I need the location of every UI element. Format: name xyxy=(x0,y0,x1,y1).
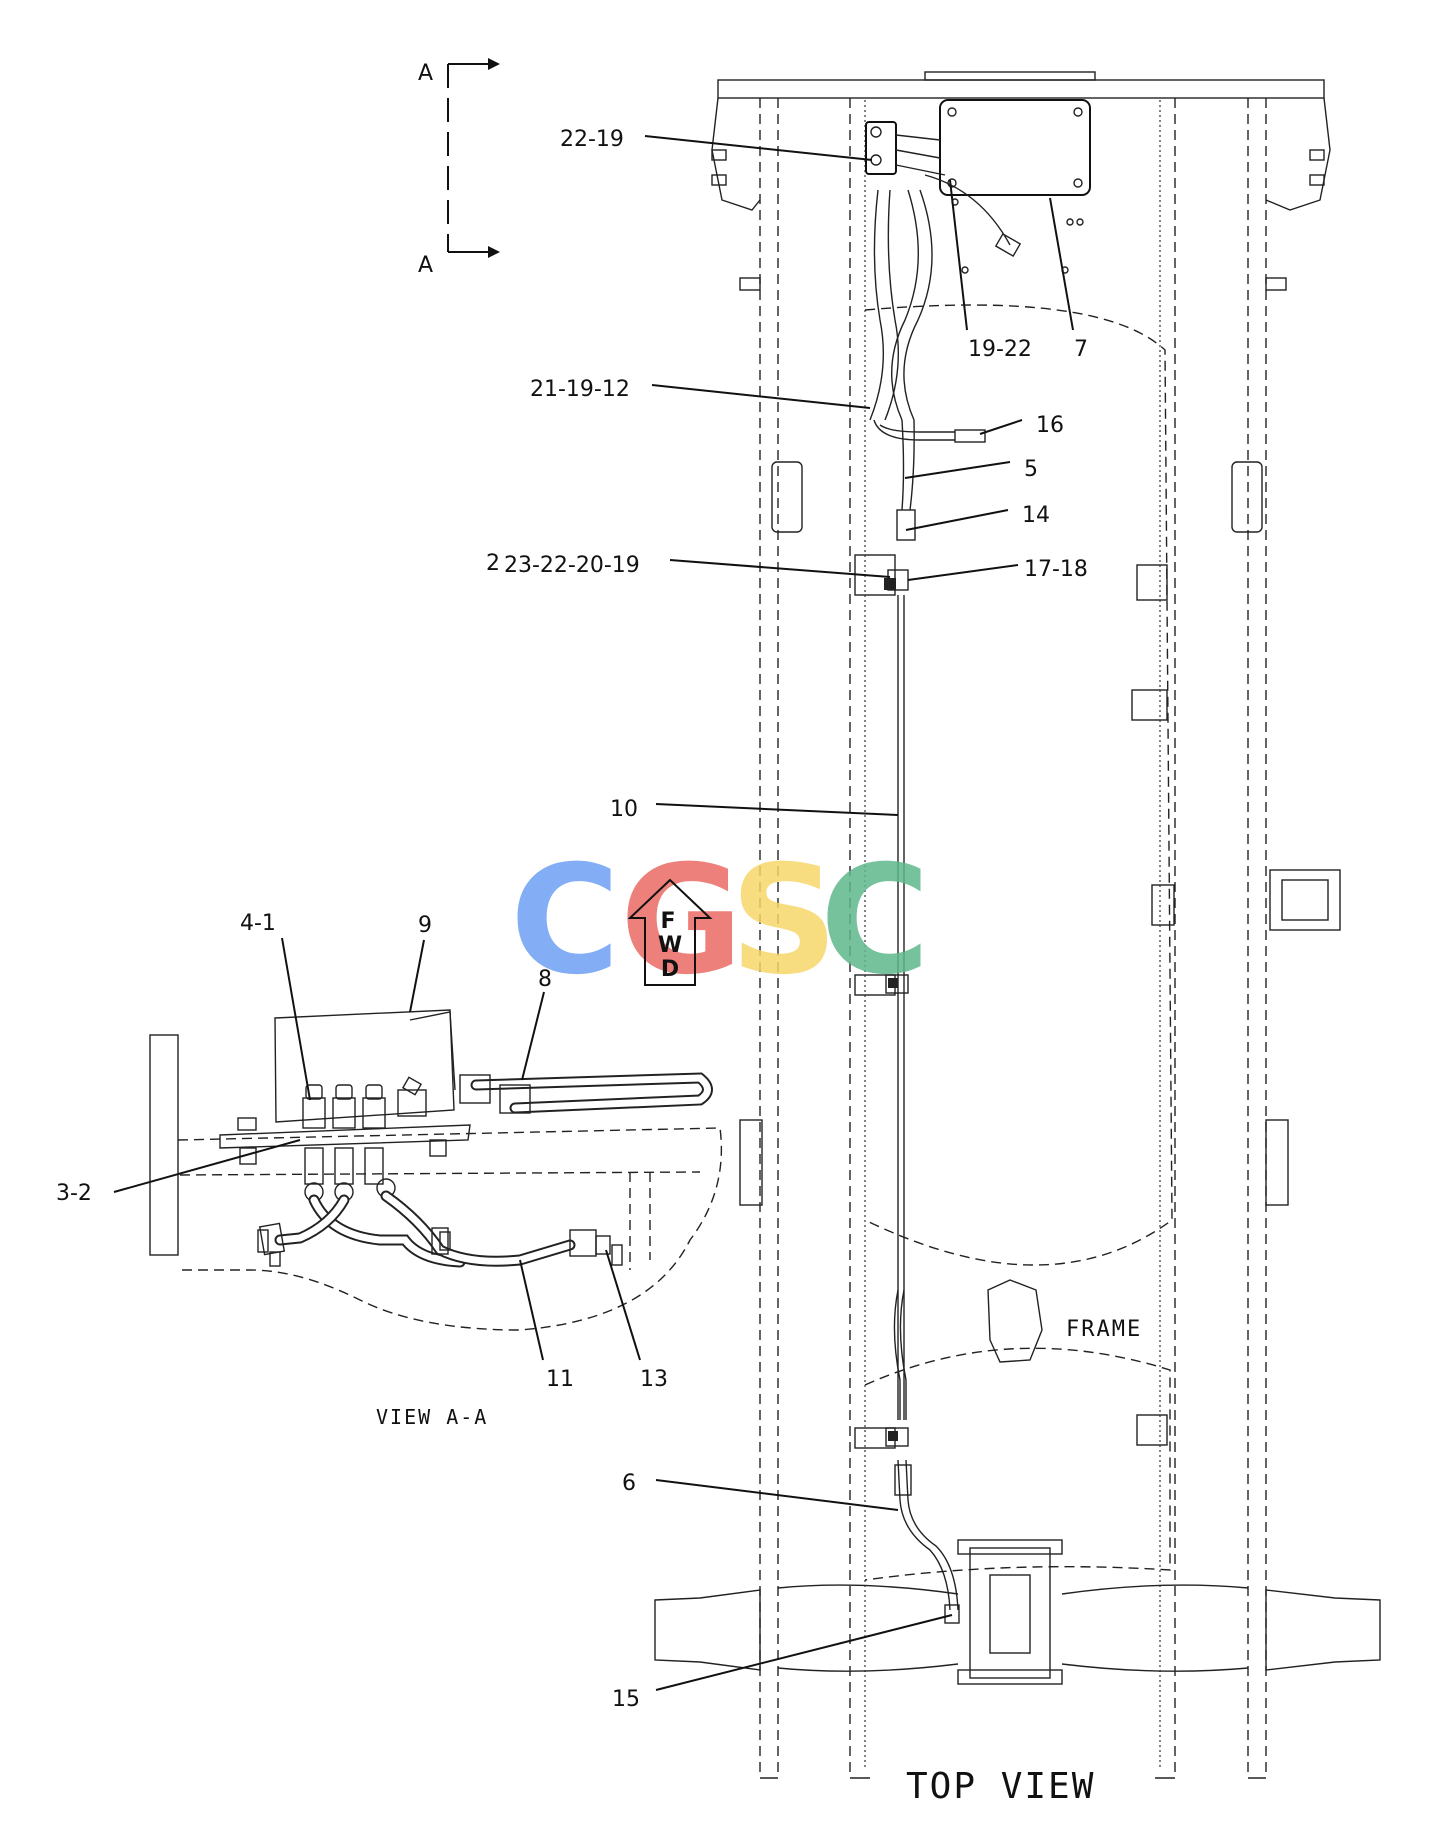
frame-label: FRAME xyxy=(1066,1317,1142,1342)
tube-10 xyxy=(854,595,909,1449)
callout-11: 11 xyxy=(546,1367,574,1392)
callout-14: 14 xyxy=(1022,503,1050,528)
callout-15: 15 xyxy=(612,1687,640,1712)
watermark-letter-c1: C xyxy=(510,834,620,1008)
leader-lines xyxy=(113,135,1074,1691)
callout-8: 8 xyxy=(538,967,552,992)
watermark-cgsc: C G S C xyxy=(510,834,930,1008)
fwd-letter-w: W xyxy=(658,933,682,958)
view-aa-caption: VIEW A-A xyxy=(376,1405,488,1429)
top-view-frame xyxy=(654,71,1381,1779)
forward-arrow: F W D xyxy=(627,878,713,986)
fwd-letter-d: D xyxy=(661,957,679,982)
callout-10: 10 xyxy=(610,797,638,822)
hose-6 xyxy=(894,1459,960,1624)
callout-16: 16 xyxy=(1036,413,1064,438)
callout-stray-2: 2 xyxy=(486,551,500,576)
callout-5: 5 xyxy=(1024,457,1038,482)
callout-labels: 22-19 19-22 7 21-19-12 16 5 14 2 23-22-2… xyxy=(56,127,1088,1712)
callout-23-22-20-19: 23-22-20-19 xyxy=(504,553,640,578)
watermark-letter-c2: C xyxy=(820,834,930,1008)
callout-9: 9 xyxy=(418,913,432,938)
callout-21-19-12: 21-19-12 xyxy=(530,377,630,402)
section-letter-bottom: A xyxy=(418,253,433,278)
callout-17-18: 17-18 xyxy=(1024,557,1088,582)
fwd-letter-f: F xyxy=(660,909,675,934)
watermark-letter-g: G xyxy=(620,834,743,1008)
section-letter-top: A xyxy=(418,61,433,86)
section-marker-aa: A A xyxy=(418,58,500,278)
control-box-7 xyxy=(939,99,1091,274)
callout-22-19: 22-19 xyxy=(560,127,624,152)
callout-4-1: 4-1 xyxy=(240,911,276,936)
callout-7: 7 xyxy=(1074,337,1088,362)
callout-6: 6 xyxy=(622,1471,636,1496)
valve-22-19 xyxy=(865,121,1022,258)
top-view-caption: TOP VIEW xyxy=(906,1766,1095,1807)
view-aa-drawing xyxy=(149,1009,723,1331)
callout-19-22: 19-22 xyxy=(968,337,1032,362)
callout-3-2: 3-2 xyxy=(56,1181,92,1206)
watermark-letter-s: S xyxy=(730,834,838,1008)
hose-bundle-upper xyxy=(869,189,986,541)
callout-13: 13 xyxy=(640,1367,668,1392)
